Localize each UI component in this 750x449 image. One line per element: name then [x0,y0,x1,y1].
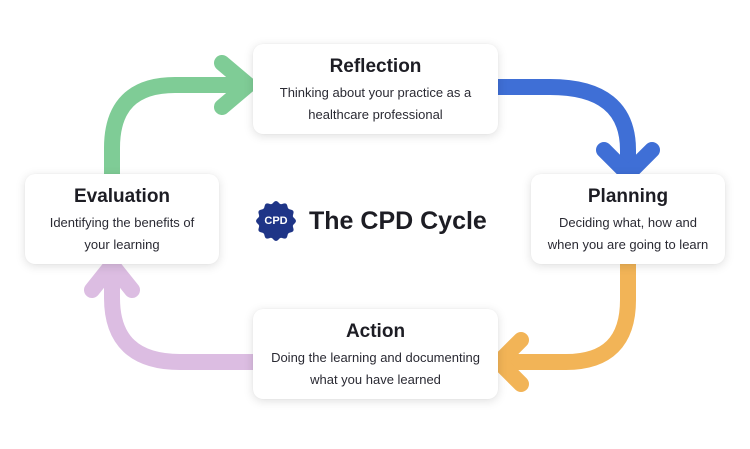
reflection-card: Reflection Thinking about your practice … [253,44,498,134]
action-description: Doing the learning and documenting what … [253,347,498,391]
reflection-title: Reflection [329,56,422,77]
arrow-action-to-evaluation [84,257,261,370]
evaluation-description: Identifying the benefits of your learnin… [25,212,219,256]
planning-line-1: Deciding what, how and [558,215,698,230]
reflection-description: Thinking about your practice as a health… [253,82,498,126]
arrow-planning-to-action [491,256,636,392]
planning-description: Deciding what, how and when you are goin… [531,212,725,256]
action-title: Action [345,321,406,342]
arrow-reflection-to-planning [490,79,660,182]
planning-title: Planning [587,186,669,207]
evaluation-line-2: your learning [84,237,160,252]
cpd-badge-icon: CPD [255,200,297,242]
planning-line-2: when you are going to learn [547,237,709,252]
evaluation-card: Evaluation Identifying the benefits of y… [25,174,219,264]
reflection-line-2: healthcare professional [308,107,443,122]
action-line-1: Doing the learning and documenting [271,350,480,365]
evaluation-line-1: Identifying the benefits of [49,215,195,230]
arrow-evaluation-to-reflection [104,55,256,182]
action-card: Action Doing the learning and documentin… [253,309,498,399]
evaluation-title: Evaluation [73,186,171,207]
diagram-title: The CPD Cycle [309,206,487,235]
planning-card: Planning Deciding what, how and when you… [531,174,725,264]
cpd-badge-text: CPD [264,215,288,227]
action-line-2: what you have learned [310,372,441,387]
cycle-center-label: CPD The CPD Cycle [255,199,515,243]
reflection-line-1: Thinking about your practice as a [279,85,472,100]
